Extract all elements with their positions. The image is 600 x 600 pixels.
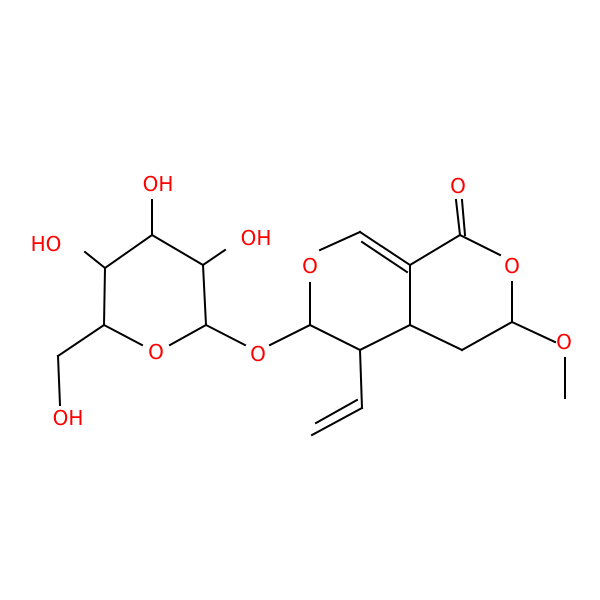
bond: [308, 323, 362, 352]
bond: [201, 248, 227, 267]
atom-labels: OH HO OH O O OH O O O O: [31, 172, 572, 430]
bond: [268, 323, 312, 347]
bond: [458, 233, 502, 257]
oxygen-label: O: [250, 342, 266, 366]
hydroxyl-label: OH: [53, 406, 84, 430]
bond: [102, 323, 144, 347]
bond: [56, 323, 106, 358]
hydroxyl-label: OH: [241, 226, 272, 250]
bond: [103, 233, 154, 270]
oxygen-label: O: [504, 254, 520, 278]
bond: [56, 354, 62, 407]
bond: [408, 233, 462, 267]
bond: [358, 348, 364, 410]
bond: [460, 320, 514, 352]
bond: [168, 323, 208, 347]
bonds: [56, 198, 566, 437]
oxygen-label: O: [450, 174, 466, 198]
bond: [358, 230, 412, 267]
oxygen-label: O: [556, 330, 572, 354]
bond: [201, 263, 208, 327]
bond: [510, 320, 557, 344]
bond: [454, 198, 462, 237]
bond: [318, 230, 362, 252]
oxygen-label: O: [302, 254, 318, 278]
oxygen-label: O: [148, 340, 164, 364]
bond: [358, 323, 412, 352]
bond: [360, 240, 409, 274]
bond: [408, 323, 464, 352]
bond: [204, 323, 247, 347]
bond: [102, 266, 107, 327]
bond: [150, 233, 205, 267]
bond: [83, 250, 107, 270]
hydroxyl-label: HO: [31, 232, 62, 256]
bond: [460, 198, 467, 237]
bond: [314, 398, 359, 425]
hydroxyl-label: OH: [143, 172, 174, 196]
bond: [310, 406, 364, 437]
